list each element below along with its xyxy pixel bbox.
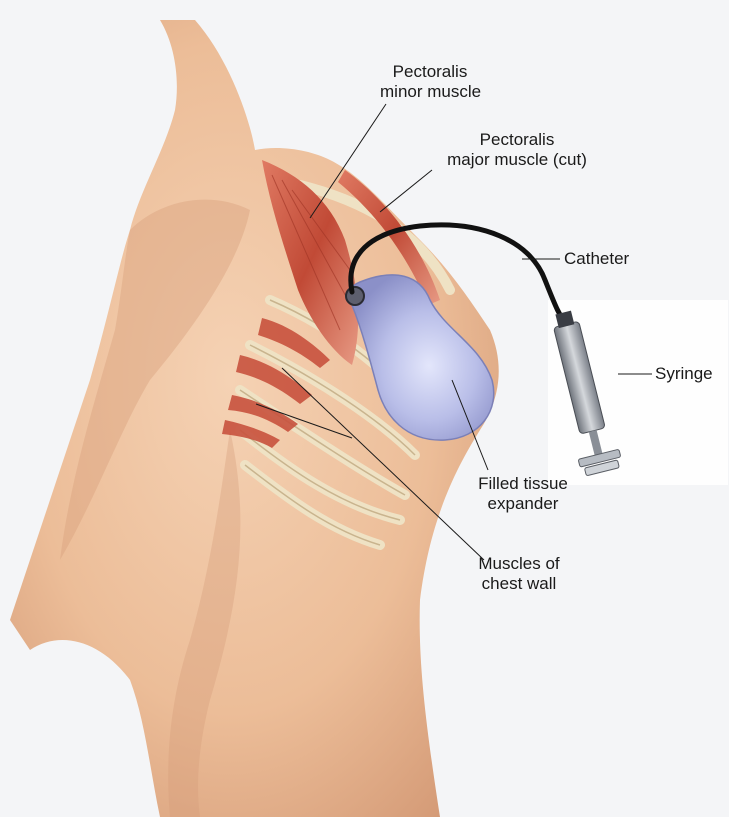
label-chest-wall-line2: chest wall: [464, 574, 574, 594]
label-pectoralis-major-line2: major muscle (cut): [432, 150, 602, 170]
label-pectoralis-minor-line1: Pectoralis: [380, 62, 480, 82]
expander-port: [346, 287, 364, 305]
label-expander-line1: Filled tissue: [468, 474, 578, 494]
label-syringe-text: Syringe: [655, 364, 713, 383]
label-pectoralis-minor: Pectoralis minor muscle: [380, 62, 480, 102]
label-pectoralis-major-line1: Pectoralis: [432, 130, 602, 150]
label-expander-line2: expander: [468, 494, 578, 514]
label-pectoralis-major: Pectoralis major muscle (cut): [432, 130, 602, 170]
label-chest-wall-line1: Muscles of: [464, 554, 574, 574]
label-catheter-text: Catheter: [564, 249, 629, 268]
label-tissue-expander: Filled tissue expander: [468, 474, 578, 514]
label-syringe: Syringe: [655, 364, 713, 384]
label-chest-wall-muscles: Muscles of chest wall: [464, 554, 574, 594]
label-pectoralis-minor-line2: minor muscle: [380, 82, 480, 102]
label-catheter: Catheter: [564, 249, 629, 269]
